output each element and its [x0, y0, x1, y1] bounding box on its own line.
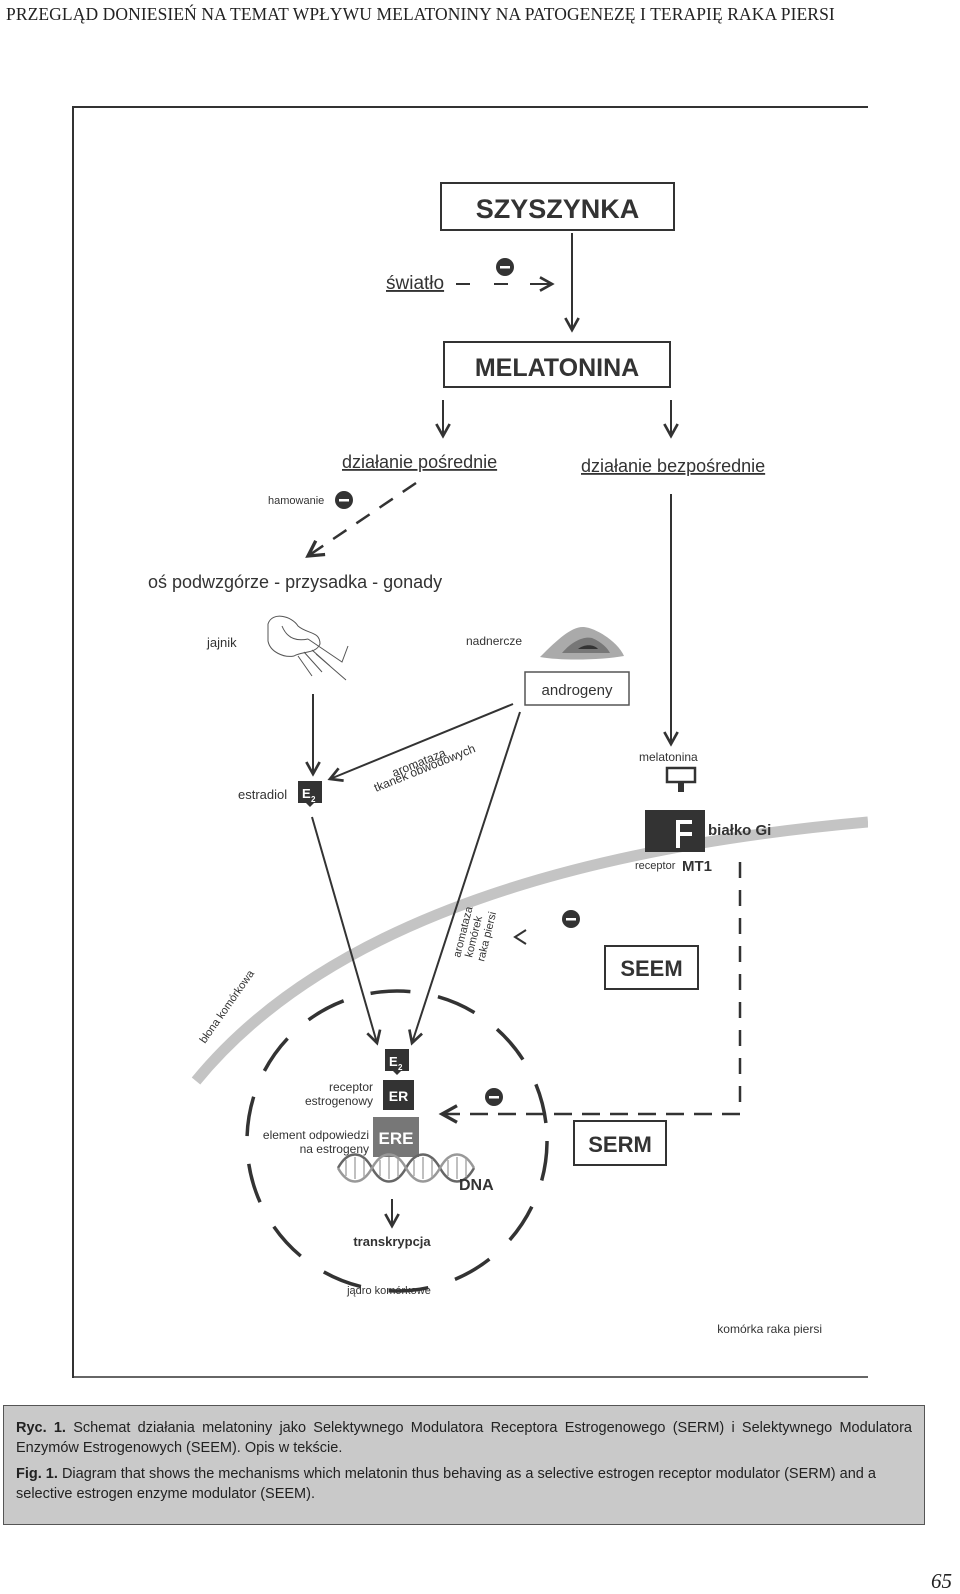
estradiol-label: estradiol — [238, 787, 287, 802]
mt1-label: MT1 — [682, 858, 712, 875]
jajnik-label: jajnik — [206, 635, 237, 650]
e2-letter: E — [389, 1054, 398, 1069]
cell-nucleus — [245, 989, 549, 1293]
element-line2: na estrogeny — [300, 1142, 369, 1156]
figure-diagram: SZYSZYNKA światło MELATONINA działanie p… — [72, 106, 868, 1384]
caption-polish-label: Ryc. 1. — [16, 1420, 66, 1436]
minus-icon-bar — [339, 499, 349, 502]
serm-box — [573, 1120, 667, 1166]
figure-caption: Ryc. 1. Schemat działania melatoniny jak… — [3, 1405, 925, 1525]
os-label: oś podwzgórze - przysadka - gonady — [148, 572, 442, 592]
komorka-label: komórka raka piersi — [717, 1322, 822, 1336]
transkrypcja-label: transkrypcja — [353, 1234, 431, 1249]
seem-chevron-icon — [513, 929, 527, 945]
minus-icon-bar — [566, 918, 576, 921]
e2-block-nucleus: E 2 — [385, 1049, 409, 1075]
bialko-gi-label: białko Gi — [708, 822, 771, 839]
ere-block — [373, 1117, 419, 1157]
mt1-stem — [678, 782, 684, 792]
seem-label: SEEM — [620, 956, 682, 981]
running-head: PRZEGLĄD DONIESIEŃ NA TEMAT WPŁYWU MELAT… — [6, 4, 835, 24]
caption-english-text: Diagram that shows the mechanisms which … — [16, 1466, 876, 1502]
caption-polish: Ryc. 1. Schemat działania melatoniny jak… — [16, 1418, 912, 1458]
dna-label: DNA — [459, 1177, 494, 1194]
mt1-receptor-icon — [645, 810, 705, 852]
androgeny-box — [524, 671, 630, 706]
cell-membrane — [191, 816, 868, 1085]
receptor-estrogenowy-line2: estrogenowy — [305, 1094, 373, 1108]
arrow-androgeny-nucleus — [412, 711, 521, 1043]
arrow-androgeny-e2 — [330, 703, 514, 779]
dna-helix-icon — [336, 1153, 476, 1183]
melatonina-small-label: melatonina — [639, 750, 698, 764]
receptor-estrogenowy-line1: receptor — [329, 1080, 373, 1094]
mt1-ligand-box — [665, 766, 697, 784]
caption-english: Fig. 1. Diagram that shows the mechanism… — [16, 1464, 912, 1504]
caption-polish-text: Schemat działania melatoniny jako Selekt… — [16, 1420, 912, 1456]
er-block — [383, 1080, 414, 1110]
seem-box — [604, 945, 699, 990]
adrenal-icon — [540, 626, 624, 660]
melatonina-label: MELATONINA — [475, 354, 639, 382]
e2-sub: 2 — [311, 795, 316, 804]
jadro-label: jądro komórkowe — [346, 1285, 431, 1297]
nadnercze-label: nadnercze — [466, 634, 522, 648]
element-line1: element odpowiedzi — [263, 1128, 369, 1142]
er-label: ER — [389, 1088, 408, 1104]
page-number: 65 — [931, 1569, 952, 1593]
minus-icon-bar — [500, 266, 510, 269]
minus-icon-bar — [489, 1096, 499, 1099]
melatonina-box — [443, 341, 671, 388]
ovary-icon — [267, 615, 349, 681]
receptor-label: receptor — [635, 860, 676, 872]
ere-label: ERE — [379, 1129, 414, 1148]
arrow-e2-nucleus — [311, 816, 377, 1043]
serm-label: SERM — [588, 1132, 652, 1157]
dzialanie-bezposrednie-label: działanie bezpośrednie — [581, 456, 765, 476]
caption-english-label: Fig. 1. — [16, 1466, 58, 1482]
dzialanie-posrednie-label: działanie pośrednie — [342, 452, 497, 472]
androgeny-label: androgeny — [542, 682, 613, 699]
swiatlo-label: światło — [386, 273, 444, 294]
aromataza-tkanek-line2: tkanek obwodowych — [372, 741, 477, 794]
hamowanie-label: hamowanie — [268, 495, 324, 507]
e2-letter: E — [302, 786, 311, 801]
e2-block-top: E 2 — [298, 781, 322, 807]
e2-sub: 2 — [398, 1063, 403, 1072]
szyszynka-box — [440, 182, 675, 231]
dashed-arrow-inhibition — [308, 481, 417, 556]
szyszynka-label: SZYSZYNKA — [476, 194, 640, 224]
